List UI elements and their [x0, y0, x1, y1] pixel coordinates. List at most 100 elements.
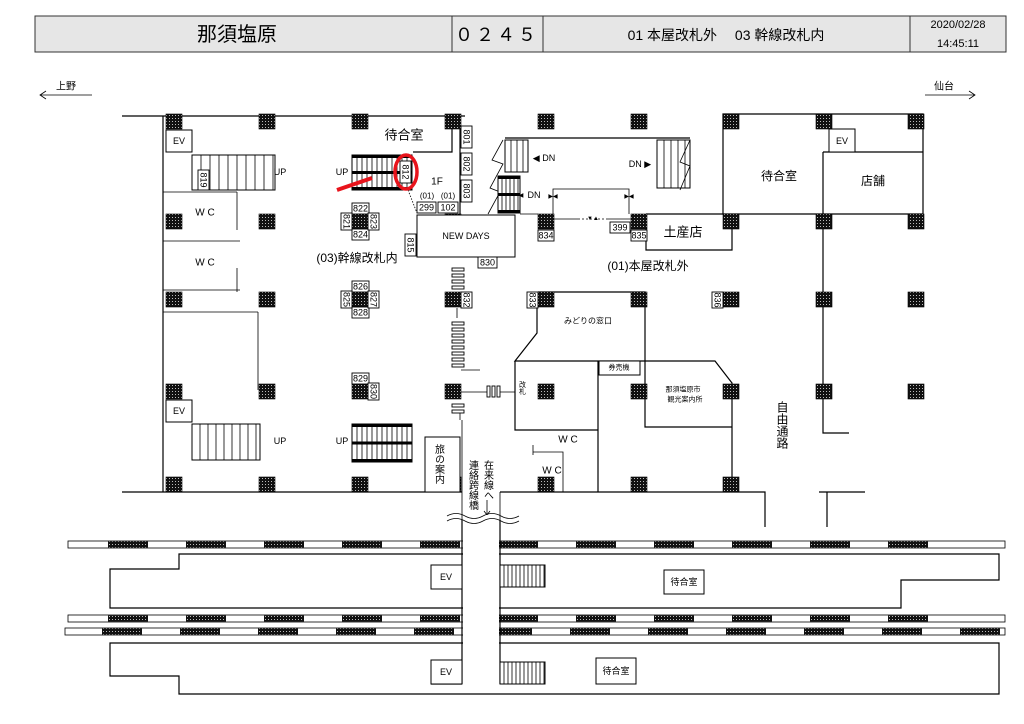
location-tag-815: 815 [404, 233, 417, 257]
svg-text:W C: W C [195, 208, 214, 219]
gate-marker [451, 409, 465, 414]
svg-text:830: 830 [369, 384, 379, 399]
stairs-platform-1[interactable] [499, 564, 546, 588]
svg-text:821: 821 [342, 214, 352, 229]
location-tag-812: 812 [399, 160, 412, 184]
location-tag-833: 833 [526, 291, 539, 309]
escalator-center-lower[interactable] [351, 423, 413, 463]
gate-arrows: ▼▲ [587, 216, 599, 222]
ev-east: EV [828, 128, 856, 153]
gate-arrows: ▶◀ [548, 194, 558, 200]
escalator-left-lower[interactable] [191, 423, 261, 461]
platform-1 [109, 553, 1000, 609]
pillar [165, 476, 183, 493]
pillar [722, 213, 740, 230]
svg-text:EV: EV [836, 136, 848, 146]
svg-text:829: 829 [353, 374, 368, 384]
ticket-machine: 券売機 [598, 360, 641, 376]
svg-text:827: 827 [369, 292, 379, 307]
pillar [630, 113, 648, 130]
gate-marker [451, 363, 465, 368]
pillar [815, 213, 833, 230]
location-tag-830: 830 [367, 382, 380, 401]
svg-text:102: 102 [440, 203, 455, 213]
location-tag-801: 801 [460, 125, 473, 149]
stairs-down-left-2[interactable] [497, 175, 521, 214]
gate-marker [451, 273, 465, 278]
gate-marker [451, 403, 465, 408]
pillar [165, 383, 183, 400]
pillar [537, 476, 555, 493]
pillar [722, 476, 740, 493]
direction-sendai: 仙台 [925, 80, 976, 100]
break-mark [446, 513, 520, 524]
pillar [258, 476, 276, 493]
svg-text:待合室: 待合室 [670, 576, 697, 587]
gate-marker [451, 357, 465, 362]
new-days-shop[interactable]: NEW DAYS [416, 214, 516, 258]
free-passage: 自由通路 [775, 401, 789, 450]
gate-barriers [486, 385, 501, 398]
gate-marker [451, 279, 465, 284]
up-label: UP [336, 436, 349, 446]
pillar [351, 113, 369, 130]
svg-text:822: 822 [353, 204, 368, 214]
location-tag-822: 822 [351, 202, 370, 215]
shop: 店舗 [861, 174, 885, 188]
location-tag-299: 299 [416, 201, 437, 214]
svg-text:NEW DAYS: NEW DAYS [442, 231, 489, 241]
svg-text:828: 828 [353, 308, 368, 318]
location-tag-824: 824 [351, 228, 370, 241]
souvenir-shop: 土産店 [663, 225, 702, 240]
up-label: UP [274, 436, 287, 446]
station-code: ０２４５ [455, 25, 539, 45]
pillars [165, 113, 925, 493]
location-tag-835: 835 [630, 229, 648, 242]
pillar [722, 291, 740, 308]
svg-text:812: 812 [401, 164, 411, 179]
location-tag-825: 825 [340, 290, 353, 309]
svg-text:券売機: 券売機 [609, 363, 630, 372]
pillar [907, 383, 925, 400]
up-label: UP [274, 167, 287, 177]
date: 2020/02/28 [930, 19, 985, 31]
dn-arrows: ◀ [519, 193, 524, 199]
gate-code: (01) [441, 192, 456, 201]
pillar [351, 291, 369, 308]
dn-label: DN [528, 190, 541, 200]
stairs-down-right[interactable] [656, 139, 691, 191]
highlight-circle [393, 153, 419, 191]
stairs-platform-2[interactable] [499, 661, 546, 685]
pillar [630, 476, 648, 493]
floor-label: 1F [431, 177, 443, 188]
svg-text:834: 834 [538, 231, 553, 241]
svg-text:EV: EV [440, 572, 452, 582]
area-main-outside: (01)本屋改札外 [607, 259, 688, 273]
svg-text:824: 824 [353, 230, 368, 240]
dn-label: DN ▶ [629, 159, 652, 169]
pillar [444, 291, 462, 308]
location-tag-823: 823 [367, 212, 380, 231]
pillar [165, 113, 183, 130]
bridge-deck [463, 515, 499, 685]
dotted-link [407, 189, 418, 214]
pillar [444, 383, 462, 400]
gate-arrows: ▶◀ [624, 194, 634, 200]
pillar [537, 383, 555, 400]
pillar [351, 383, 369, 400]
gate-marker [451, 333, 465, 338]
pillar [258, 213, 276, 230]
direction-left-label: 上野 [56, 81, 76, 93]
pillar [722, 113, 740, 130]
waiting-room-east: 待合室 [761, 168, 797, 183]
svg-text:830: 830 [480, 258, 495, 268]
pillar [537, 291, 555, 308]
location-tag-834: 834 [537, 229, 555, 242]
pillar [907, 113, 925, 130]
svg-text:EV: EV [440, 667, 452, 677]
ticket-gate: 改札 [519, 380, 527, 396]
waiting-room-platform-2: 待合室 [595, 657, 637, 685]
direction-ueno: 上野 [39, 81, 92, 100]
